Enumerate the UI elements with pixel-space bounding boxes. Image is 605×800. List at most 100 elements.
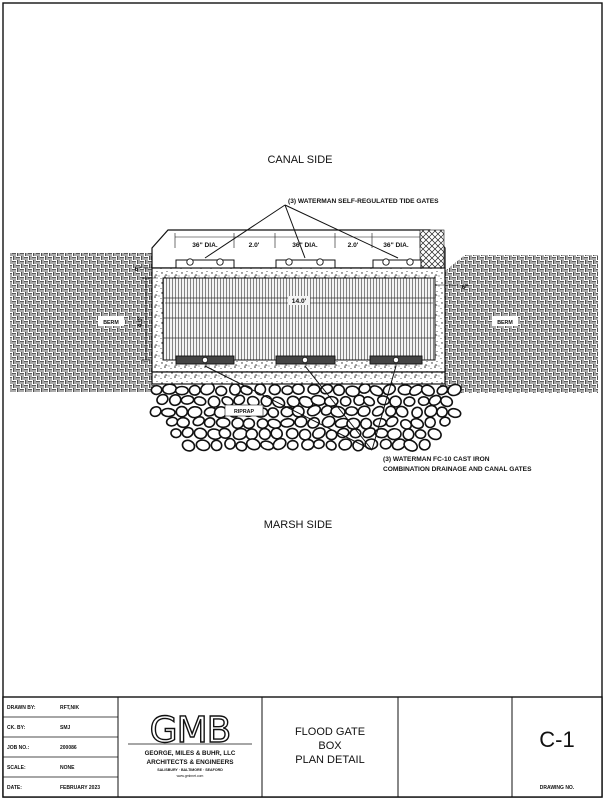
drawing-title-line3: PLAN DETAIL <box>295 754 365 766</box>
riprap-stone <box>181 439 196 452</box>
riprap-stone <box>385 415 399 428</box>
riprap-stone <box>386 427 402 441</box>
tide-gate-2 <box>275 258 336 271</box>
riprap-stone <box>170 428 182 439</box>
dim-dia-2: 36" DIA. <box>292 242 318 249</box>
firm-name: GEORGE, MILES & BUHR, LLC <box>145 750 236 757</box>
date-value: FEBRUARY 2023 <box>60 785 100 791</box>
riprap-stone <box>321 415 336 428</box>
riprap-stone <box>150 384 163 396</box>
riprap-stone <box>403 439 418 452</box>
riprap-stone <box>188 384 201 396</box>
riprap-stone <box>428 394 442 407</box>
riprap-stone <box>345 385 361 398</box>
job-no-label: JOB NO.: <box>7 745 30 751</box>
cast-iron-note-line2: COMBINATION DRAINAGE AND CANAL GATES <box>383 466 532 473</box>
riprap-stone <box>330 405 346 418</box>
riprap-stone <box>411 406 423 419</box>
riprap-stone <box>272 437 287 451</box>
riprap-stone <box>291 383 305 395</box>
riprap-stone <box>228 383 242 396</box>
riprap-stone <box>339 395 352 407</box>
riprap-stone <box>218 427 232 439</box>
title-block <box>2 696 603 798</box>
riprap-stone <box>379 438 393 450</box>
riprap-stone <box>440 395 454 408</box>
riprap-stone <box>215 385 228 397</box>
riprap-stone <box>362 427 376 439</box>
riprap-stone <box>352 439 365 452</box>
riprap-stone <box>325 440 337 451</box>
riprap-stone <box>286 439 299 451</box>
riprap-stone <box>294 415 308 428</box>
riprap-stone <box>195 439 211 452</box>
riprap-stone <box>268 383 282 396</box>
riprap-stone <box>298 428 312 441</box>
riprap-stone <box>160 407 176 418</box>
firm-offices: SALISBURY · BALTIMORE · SEAFORD <box>157 768 223 772</box>
riprap-stone <box>233 394 246 406</box>
riprap-stone <box>369 385 384 397</box>
riprap-stone <box>180 395 195 405</box>
riprap-stone <box>256 418 269 430</box>
riprap-stone <box>149 405 162 418</box>
drawn-by-value: RFT,NIK <box>60 705 80 711</box>
cast-iron-gate-2 <box>275 355 336 365</box>
riprap-stone <box>336 427 350 439</box>
berm-left-label: BERM <box>103 320 119 326</box>
riprap-stone <box>210 439 223 452</box>
riprap-stone <box>215 417 231 429</box>
firm-website: www.gmbnet.com <box>177 774 204 778</box>
riprap-stone <box>417 396 430 407</box>
riprap-stone <box>175 405 189 418</box>
riprap-stone <box>258 427 272 441</box>
riprap-stone <box>447 383 462 397</box>
riprap-stone <box>338 438 353 451</box>
riprap-stone <box>325 429 338 441</box>
riprap-stone <box>207 395 221 408</box>
scale-label: SCALE: <box>7 765 26 771</box>
marsh-side-label: MARSH SIDE <box>264 519 332 531</box>
headwall-bottom <box>151 371 446 385</box>
dim-gap-1: 2.0' <box>249 242 260 249</box>
riprap-stone <box>176 416 190 429</box>
checked-by-value: SMJ <box>60 725 71 731</box>
riprap-stone <box>311 427 326 440</box>
riprap-stone <box>174 385 189 396</box>
riprap-stone <box>389 395 402 408</box>
drawing-title-line1: FLOOD GATE <box>295 726 365 738</box>
job-no-value: 200086 <box>60 745 77 751</box>
netting-corner <box>419 229 445 269</box>
riprap-stone <box>307 383 321 395</box>
riprap-stone <box>156 393 169 406</box>
riprap-stone <box>346 417 361 430</box>
riprap-stone <box>193 396 207 406</box>
riprap-stone <box>362 396 376 407</box>
riprap-stone <box>231 417 245 430</box>
drawing-title-line2: BOX <box>318 740 342 752</box>
riprap-stone <box>447 407 462 419</box>
riprap-stone <box>298 395 314 409</box>
dim-wall-right: 6" <box>462 284 469 291</box>
riprap-stone <box>376 395 391 406</box>
riprap-stone <box>161 383 178 395</box>
riprap-stone <box>403 396 416 407</box>
riprap-stone <box>203 417 216 428</box>
riprap-stone <box>281 385 294 396</box>
riprap-stone <box>384 405 397 417</box>
riprap-stone <box>301 438 315 451</box>
riprap-stone <box>235 441 248 452</box>
riprap-stone <box>332 384 346 397</box>
riprap-stone <box>436 385 449 396</box>
berm-right <box>440 255 598 393</box>
scale-value: NONE <box>60 765 75 771</box>
canal-side-label: CANAL SIDE <box>267 154 332 166</box>
firm-profession: ARCHITECTS & ENGINEERS <box>147 759 235 766</box>
checked-by-label: CK. BY: <box>7 725 26 731</box>
riprap-stone <box>267 418 282 429</box>
dim-wall-left: 6" <box>135 266 142 273</box>
tide-gates-note: (3) WATERMAN SELF-REGULATED TIDE GATES <box>288 198 439 205</box>
riprap-stone <box>399 418 413 430</box>
berm-right-label: BERM <box>497 320 513 326</box>
